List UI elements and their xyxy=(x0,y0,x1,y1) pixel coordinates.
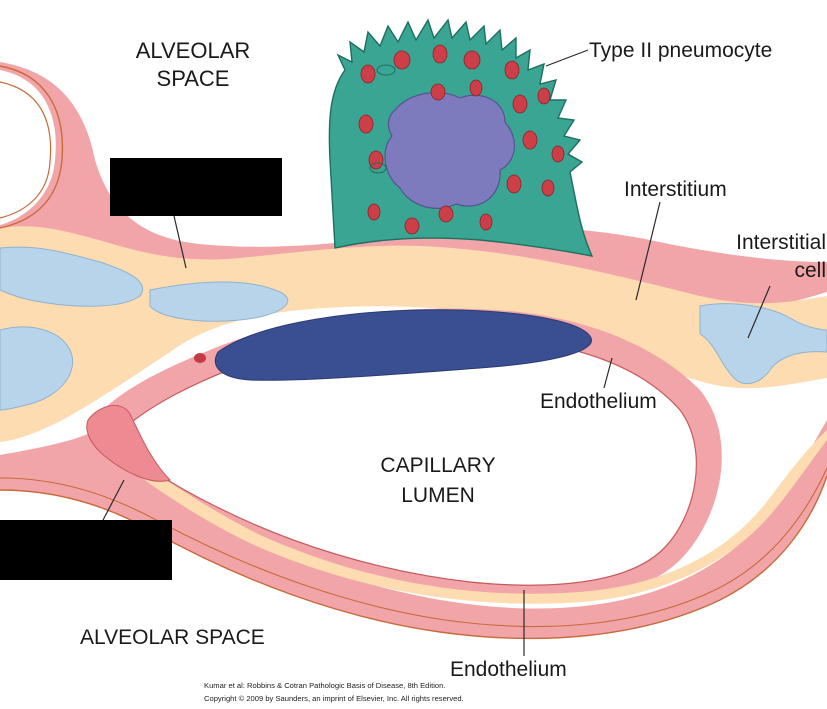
lower-epithelium-edge-2 xyxy=(0,467,827,628)
red-blood-cell xyxy=(214,309,592,381)
redacted-label-bottom xyxy=(0,520,172,580)
label-alveolar-space-bottom: ALVEOLAR SPACE xyxy=(80,626,265,649)
upper-left-edge-lines xyxy=(0,65,64,229)
credit-line-1: Kumar et al: Robbins & Cotran Pathologic… xyxy=(204,681,445,690)
leader-redacted-bottom xyxy=(101,479,125,523)
upper-left-epithelium xyxy=(0,62,827,307)
interstitial-cell-shape xyxy=(699,303,827,385)
type-ii-pneumocyte xyxy=(328,18,594,257)
tissue-layers xyxy=(0,62,827,640)
leader-redacted-top xyxy=(173,215,187,269)
label-interstitial-cell-2: cell xyxy=(794,259,826,282)
label-endothelium-bottom: Endothelium xyxy=(450,658,567,681)
left-fluid-pocket-3 xyxy=(149,281,289,322)
leader-endothelium-right xyxy=(603,357,613,389)
leader-interstitial-cell xyxy=(747,285,771,339)
small-red-cell xyxy=(194,353,206,363)
vesicle-2 xyxy=(369,162,387,174)
label-endothelium-right: Endothelium xyxy=(540,390,657,413)
leader-type-ii xyxy=(545,49,589,67)
label-type-ii-pneumocyte: Type II pneumocyte xyxy=(589,39,772,62)
label-capillary-lumen-2: LUMEN xyxy=(401,484,475,507)
lower-epithelium-edge-1 xyxy=(0,475,827,640)
leader-lines xyxy=(101,49,771,656)
credit-line-2: Copyright © 2009 by Saunders, an imprint… xyxy=(204,694,464,703)
redacted-label-top xyxy=(110,158,282,216)
left-fluid-pocket-2 xyxy=(0,326,74,411)
upper-left-edge-line-2 xyxy=(0,81,52,219)
label-alveolar-space-top-1: ALVEOLAR xyxy=(136,38,251,63)
left-fluid-pocket-1 xyxy=(0,246,143,307)
label-capillary-lumen-1: CAPILLARY xyxy=(380,454,495,477)
label-interstitial-cell-1: Interstitial xyxy=(736,231,826,254)
interstitium-upper xyxy=(0,226,827,442)
label-alveolar-space-top-2: SPACE xyxy=(157,66,230,91)
lamellar-granules xyxy=(358,44,565,235)
diagram-labels: ALVEOLAR SPACE Type II pneumocyte Inters… xyxy=(80,38,826,703)
label-interstitium: Interstitium xyxy=(624,178,727,201)
pneumocyte-nucleus xyxy=(384,92,515,209)
vesicle-1 xyxy=(376,64,396,76)
endothelial-cell-nub xyxy=(86,405,171,482)
leader-interstitium xyxy=(635,201,661,301)
